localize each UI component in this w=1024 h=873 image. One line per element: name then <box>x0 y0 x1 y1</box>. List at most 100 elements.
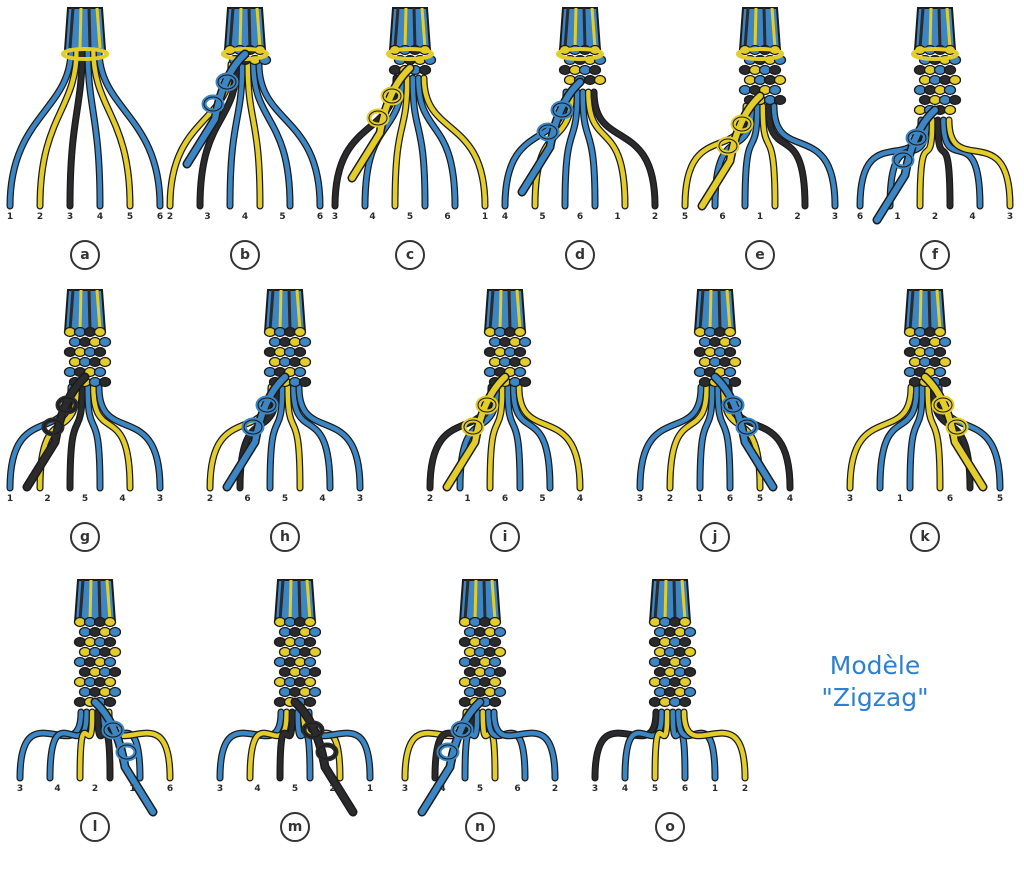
strand-number: 1 <box>6 212 14 222</box>
working-strand <box>444 374 508 490</box>
knot-loop-outline <box>57 397 77 413</box>
bundle-thread <box>268 289 275 331</box>
bundle-thread <box>918 7 925 49</box>
bundle-thread <box>78 7 83 49</box>
strand-number: 3 <box>636 494 644 504</box>
step-label: h <box>270 522 300 552</box>
bundle-thread <box>87 289 92 331</box>
bundle-thread <box>78 579 85 621</box>
strand-number: 5 <box>279 212 286 222</box>
binding-band <box>736 47 784 61</box>
knot-loop-outline <box>737 419 757 435</box>
strand <box>17 709 84 781</box>
strand-number: 6 <box>719 212 726 222</box>
strand-number: 3 <box>1006 212 1014 222</box>
knot-loop-outline <box>103 722 123 738</box>
woven-knot <box>658 616 672 628</box>
strand <box>416 75 458 209</box>
woven-knot <box>743 74 757 86</box>
woven-knot <box>648 636 662 648</box>
woven-knot <box>588 64 602 76</box>
woven-knot <box>728 376 742 388</box>
step-label: m <box>280 812 310 842</box>
woven-knot <box>493 626 507 638</box>
woven-knot <box>933 366 947 378</box>
woven-knot <box>678 636 692 648</box>
strand-number: 2 <box>741 784 749 794</box>
woven-knot <box>298 356 312 368</box>
woven-knot <box>938 336 952 348</box>
woven-knot <box>703 326 717 338</box>
woven-knot <box>728 336 742 348</box>
woven-knot <box>698 376 712 388</box>
woven-knot <box>738 64 752 76</box>
woven-knot <box>773 74 787 86</box>
working-strand <box>224 374 288 490</box>
strand <box>652 709 670 781</box>
woven-knot <box>653 646 667 658</box>
woven-knot <box>103 676 117 688</box>
strand-number: 6 <box>166 784 174 794</box>
step-label: o <box>655 812 685 842</box>
woven-knot <box>773 94 787 106</box>
woven-knot <box>758 64 772 76</box>
bundle-thread <box>228 7 235 49</box>
woven-knot <box>488 696 502 708</box>
woven-knot <box>918 356 932 368</box>
strand-number: 6 <box>514 784 521 794</box>
working-strand <box>519 79 583 195</box>
bundle-thread <box>482 579 487 621</box>
woven-knot <box>493 666 507 678</box>
woven-knot <box>513 326 527 338</box>
working-strand <box>874 107 938 223</box>
woven-knot <box>693 346 707 358</box>
woven-knot <box>948 74 962 86</box>
woven-knot <box>293 346 307 358</box>
step-g-drawing <box>6 289 164 492</box>
strand-number: 1 <box>711 784 719 794</box>
woven-knot <box>108 626 122 638</box>
strand-number: 2 <box>931 212 939 222</box>
binding-band <box>556 47 604 61</box>
working-strand <box>699 93 763 209</box>
woven-knot <box>923 84 937 96</box>
woven-knot <box>658 676 672 688</box>
step-a-drawing <box>6 7 164 210</box>
bundle-thread <box>97 579 102 621</box>
bundle-thread <box>68 7 75 49</box>
strand-number: 3 <box>591 784 599 794</box>
strand <box>256 61 323 209</box>
strand-number: 3 <box>216 784 224 794</box>
strand-number: 4 <box>369 212 376 222</box>
woven-knot <box>518 356 532 368</box>
step-label: n <box>465 812 495 842</box>
working-strand <box>349 65 413 181</box>
woven-knot <box>298 336 312 348</box>
strand <box>247 709 289 781</box>
woven-knot <box>948 94 962 106</box>
bundle-thread <box>770 7 777 49</box>
woven-knot <box>648 676 662 688</box>
strand-number: 6 <box>501 494 509 504</box>
strand-number: 5 <box>406 212 414 222</box>
working-strand <box>292 699 356 815</box>
woven-knot <box>923 326 937 338</box>
step-label: f <box>920 240 950 270</box>
strand-number: 3 <box>204 212 211 222</box>
knot-loop-outline <box>303 722 323 738</box>
bundle-thread <box>935 289 942 331</box>
bundle-thread <box>278 579 285 621</box>
binding-band <box>61 47 109 61</box>
strand-number: 6 <box>444 212 451 222</box>
knot-loop-outline <box>117 744 137 760</box>
knot-loop-outline <box>538 124 558 140</box>
bundle-thread <box>255 7 262 49</box>
strand <box>907 384 925 491</box>
woven-knot <box>488 636 502 648</box>
woven-knot <box>913 346 927 358</box>
